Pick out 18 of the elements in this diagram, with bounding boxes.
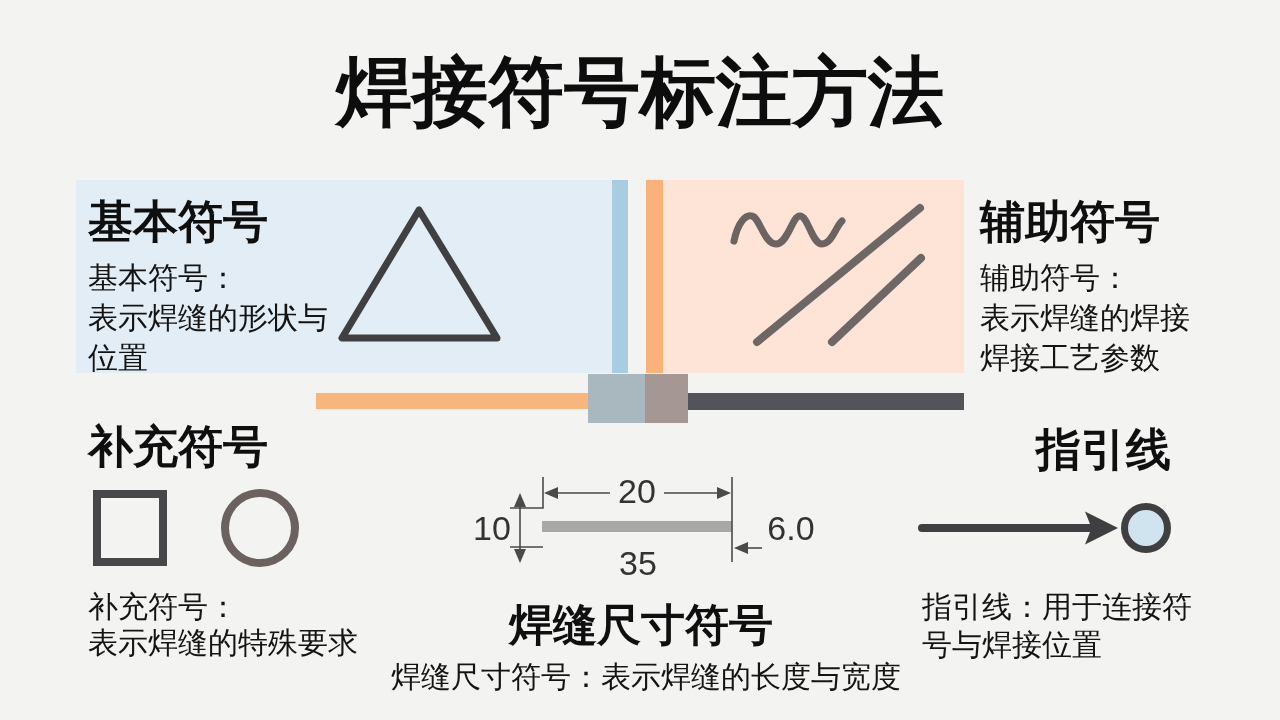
target-circle [1121, 503, 1171, 553]
description-text: 表示焊缝的焊接焊接工艺参数 [980, 299, 1191, 377]
description-text: 焊缝尺寸符号：表示焊缝的长度与宽度 [391, 658, 901, 696]
section-heading: 基本符号 [88, 195, 268, 249]
description-text: 指引线：用于连接符号与焊接位置 [922, 588, 1193, 664]
section-heading: 焊缝尺寸符号 [509, 598, 773, 652]
section-heading: 指引线 [1035, 423, 1171, 477]
dimension-label: 6.0 [767, 508, 815, 548]
description-text: 基本符号： [88, 259, 238, 297]
dimension-label: 10 [473, 508, 511, 548]
section-heading: 补充符号 [88, 420, 268, 474]
description-text: 表示焊缝的形状与位置 [88, 299, 329, 377]
info-panel [76, 180, 628, 373]
description-text: 辅助符号： [980, 259, 1130, 297]
description-text: 补充符号： [88, 588, 238, 626]
description-text: 表示焊缝的特殊要求 [88, 624, 358, 662]
section-heading: 辅助符号 [980, 195, 1160, 249]
title: 焊接符号标注方法 [336, 47, 944, 137]
